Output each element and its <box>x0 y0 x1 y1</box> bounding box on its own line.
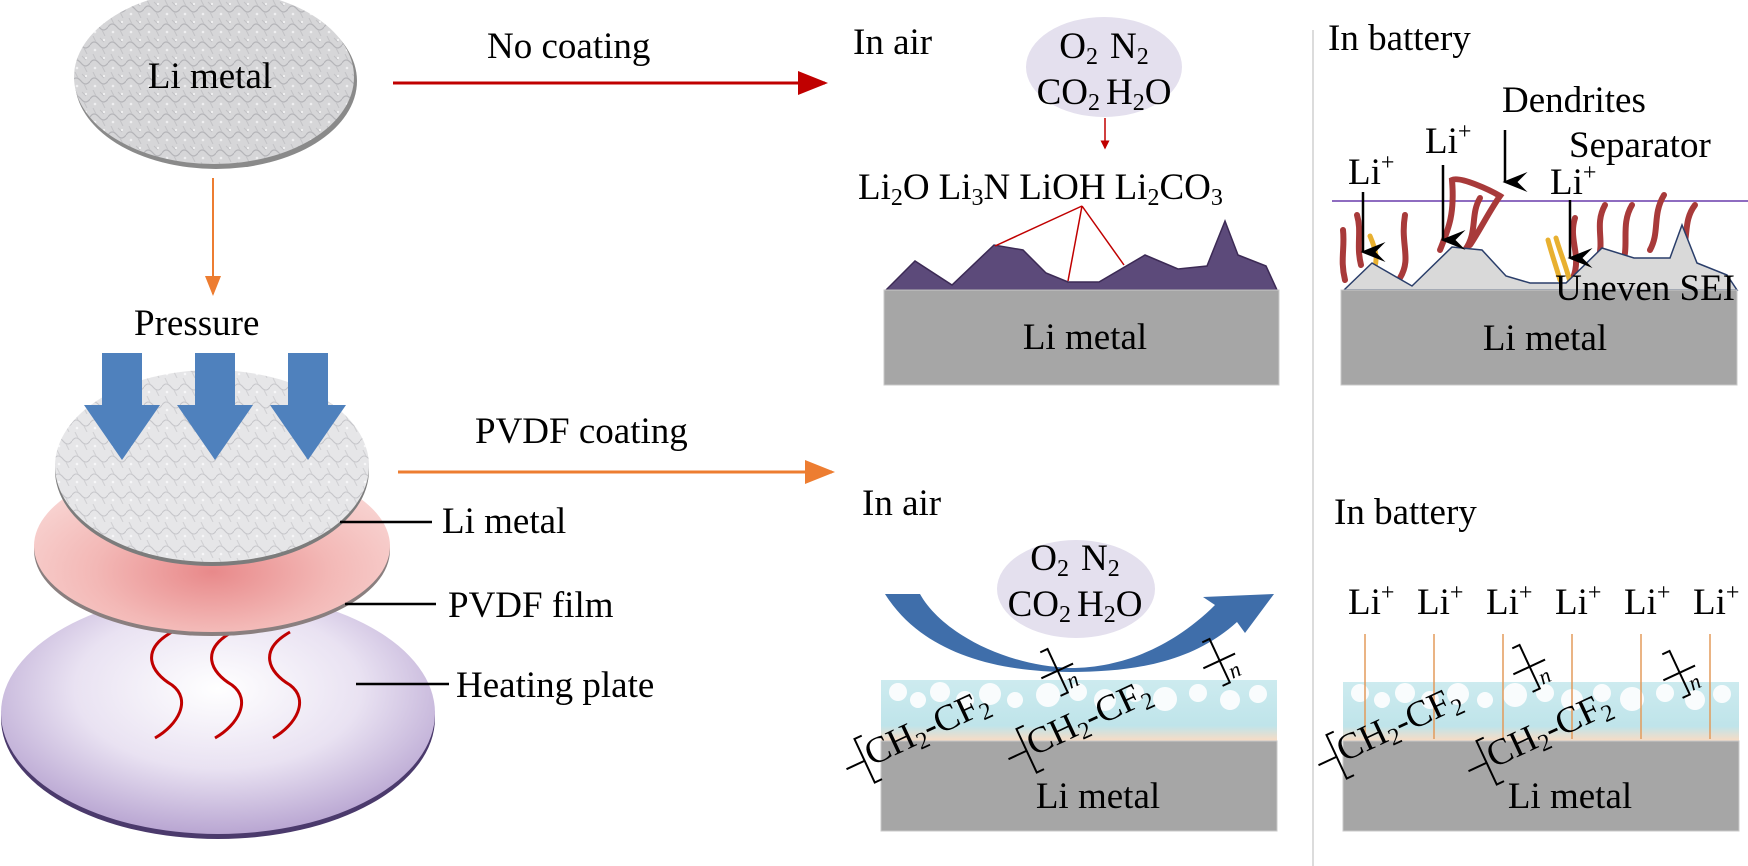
top-disk-label: Li metal <box>148 56 272 97</box>
ion-arrows <box>1360 130 1593 268</box>
pressure-arrow-icon <box>177 353 253 460</box>
ion-label: Li+ <box>1348 150 1394 193</box>
substrate-label: Li metal <box>1483 318 1607 359</box>
sei-label: Uneven SEI <box>1555 268 1735 309</box>
ion-label: Li+ <box>1486 580 1532 623</box>
li-metal-substrate <box>1342 740 1740 832</box>
ion-label: Li+ <box>1693 580 1739 623</box>
ion-label: Li+ <box>1550 160 1596 203</box>
li-metal-substrate <box>883 289 1280 386</box>
heat-wave-icon <box>150 630 302 740</box>
pvdf-particles <box>889 682 1267 711</box>
gas-cloud <box>1026 17 1182 117</box>
separator-label: Separator <box>1569 125 1711 166</box>
ion-label: Li+ <box>1425 119 1471 162</box>
li-metal-substrate <box>880 740 1278 832</box>
panel-bottom-battery: In battery Li+Li+Li+Li+Li+Li+ Li metal C… <box>1318 492 1740 832</box>
pressure-arrow-icon <box>84 353 160 460</box>
li-metal-substrate <box>1340 289 1738 386</box>
substrate-label: Li metal <box>1023 317 1147 358</box>
panel-title: In battery <box>1334 492 1477 533</box>
ion-label: Li+ <box>1624 580 1670 623</box>
pressure-arrows <box>84 353 346 460</box>
pvdf-coating-label: PVDF coating <box>475 411 688 452</box>
no-coating-label: No coating <box>487 26 650 67</box>
ion-row: Li+ Li+ Li+ Li+ Li+ Li+ <box>1348 580 1739 623</box>
pressure-arrow-icon <box>270 353 346 460</box>
dendrites-label: Dendrites <box>1502 80 1646 121</box>
stack-label-heating-plate: Heating plate <box>456 665 654 706</box>
product-pointer-lines <box>994 205 1125 282</box>
panel-title: In air <box>853 22 932 63</box>
svg-text:n: n <box>1224 656 1245 683</box>
leader-lines <box>340 520 449 686</box>
pvdf-particles <box>1351 683 1731 711</box>
panel-top-battery: In battery Dendrites Separator <box>1328 18 1748 386</box>
stack-label-pvdf-film: PVDF film <box>448 585 614 626</box>
stack-label-li-metal: Li metal <box>442 501 566 542</box>
panel-title: In air <box>862 483 941 524</box>
ion-label: Li+ <box>1348 580 1394 623</box>
passivation-layer <box>884 218 1279 291</box>
deflection-arrow-icon <box>885 594 1274 672</box>
top-li-metal-disk: Li metal <box>74 0 357 169</box>
substrate-label: Li metal <box>1036 776 1160 817</box>
substrate-label: Li metal <box>1508 776 1632 817</box>
heating-plate <box>1 592 435 839</box>
gas-cloud <box>997 540 1155 638</box>
ion-label: Li+ <box>1417 580 1463 623</box>
ion-paths <box>1364 634 1711 739</box>
panel-title: In battery <box>1328 18 1471 59</box>
pressure-label: Pressure <box>134 303 259 344</box>
ion-label: Li+ <box>1555 580 1601 623</box>
